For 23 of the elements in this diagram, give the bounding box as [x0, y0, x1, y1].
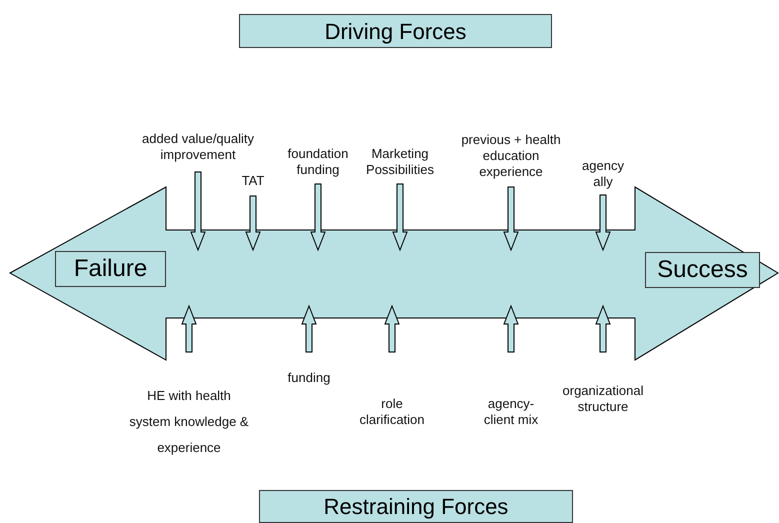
force-arrow: [181, 304, 197, 352]
force-arrow: [595, 304, 611, 352]
outcome-box: Success: [645, 252, 760, 288]
force-arrow: [245, 196, 261, 252]
force-arrow: [595, 194, 611, 252]
force-arrow: [190, 172, 206, 252]
driving-force-label: previous + health education experience: [455, 131, 567, 181]
force-title-box: Driving Forces: [239, 14, 552, 48]
restraining-force-label: agency- client mix: [479, 395, 543, 429]
driving-force-label: TAT: [233, 172, 273, 190]
force-arrow: [503, 304, 519, 352]
force-arrow: [310, 184, 326, 252]
force-arrow: [301, 304, 317, 352]
force-arrow: [392, 184, 408, 252]
restraining-force-label: HE with health system knowledge & experience: [125, 382, 253, 462]
force-arrow: [503, 186, 519, 252]
restraining-force-label: funding: [280, 369, 338, 387]
outcome-box: Failure: [55, 251, 166, 287]
force-arrow: [384, 304, 400, 352]
driving-force-label: agency ally: [578, 159, 628, 189]
restraining-force-label: organizational structure: [548, 382, 658, 416]
force-title-box: Restraining Forces: [259, 490, 573, 523]
restraining-force-label: role clarification: [347, 395, 437, 429]
